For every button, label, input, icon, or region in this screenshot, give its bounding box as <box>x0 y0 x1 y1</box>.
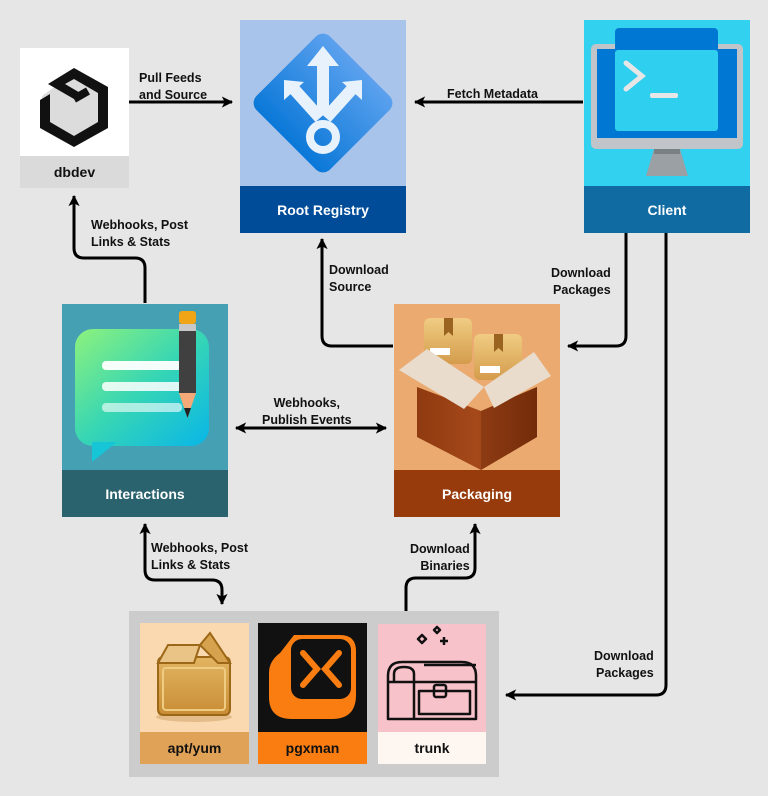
open-box-packages-icon <box>394 304 560 470</box>
edge-interactions-to-dbdev <box>68 194 147 303</box>
edge-label-pull-feeds: Pull Feeds and Source <box>139 71 208 102</box>
node-label-client: Client <box>584 186 750 233</box>
node-pgxman[interactable]: pgxman <box>258 623 367 764</box>
node-trunk[interactable]: trunk <box>378 624 486 764</box>
edge-packaging-to-registry <box>316 237 393 348</box>
chat-pencil-icon <box>62 304 228 470</box>
node-label-root-registry: Root Registry <box>240 186 406 233</box>
cardboard-box-icon <box>140 623 249 732</box>
node-interactions[interactable]: Interactions <box>62 304 228 517</box>
terminal-monitor-icon <box>584 20 750 186</box>
edge-label-webhooks-group: Webhooks, Post Links & Stats <box>151 541 249 572</box>
edge-group-to-packaging <box>404 522 481 611</box>
node-packaging[interactable]: Packaging <box>394 304 560 517</box>
node-label-interactions: Interactions <box>62 470 228 517</box>
node-label-trunk: trunk <box>378 732 486 764</box>
edge-label-download-source: Download Source <box>329 263 389 294</box>
node-label-packaging: Packaging <box>394 470 560 517</box>
node-client[interactable]: Client <box>584 20 750 233</box>
node-label-apt-yum: apt/yum <box>140 732 249 764</box>
hexagon-logo-icon <box>20 48 129 157</box>
node-label-pgxman: pgxman <box>258 732 367 764</box>
node-apt-yum[interactable]: apt/yum <box>140 623 249 764</box>
edge-label-download-packages-2: Download Packages <box>594 649 654 680</box>
edge-interactions-group <box>139 522 228 606</box>
edge-client-to-group <box>504 233 668 701</box>
edge-label-download-packages-1: Download Packages <box>551 266 611 297</box>
node-root-registry[interactable]: Root Registry <box>240 20 406 233</box>
branching-arrows-icon <box>240 20 406 186</box>
edge-label-webhooks-dbdev: Webhooks, Post Links & Stats <box>91 218 189 249</box>
edge-label-fetch-metadata: Fetch Metadata <box>447 87 538 101</box>
pgxman-logo-icon <box>258 623 367 732</box>
edge-label-publish-events: Webhooks, Publish Events <box>262 396 352 427</box>
edge-client-to-packaging <box>566 233 628 352</box>
edge-label-download-binaries: Download Binaries <box>410 542 470 573</box>
treasure-chest-icon <box>378 624 486 732</box>
node-label-dbdev: dbdev <box>20 156 129 188</box>
node-dbdev[interactable]: dbdev <box>20 48 129 188</box>
